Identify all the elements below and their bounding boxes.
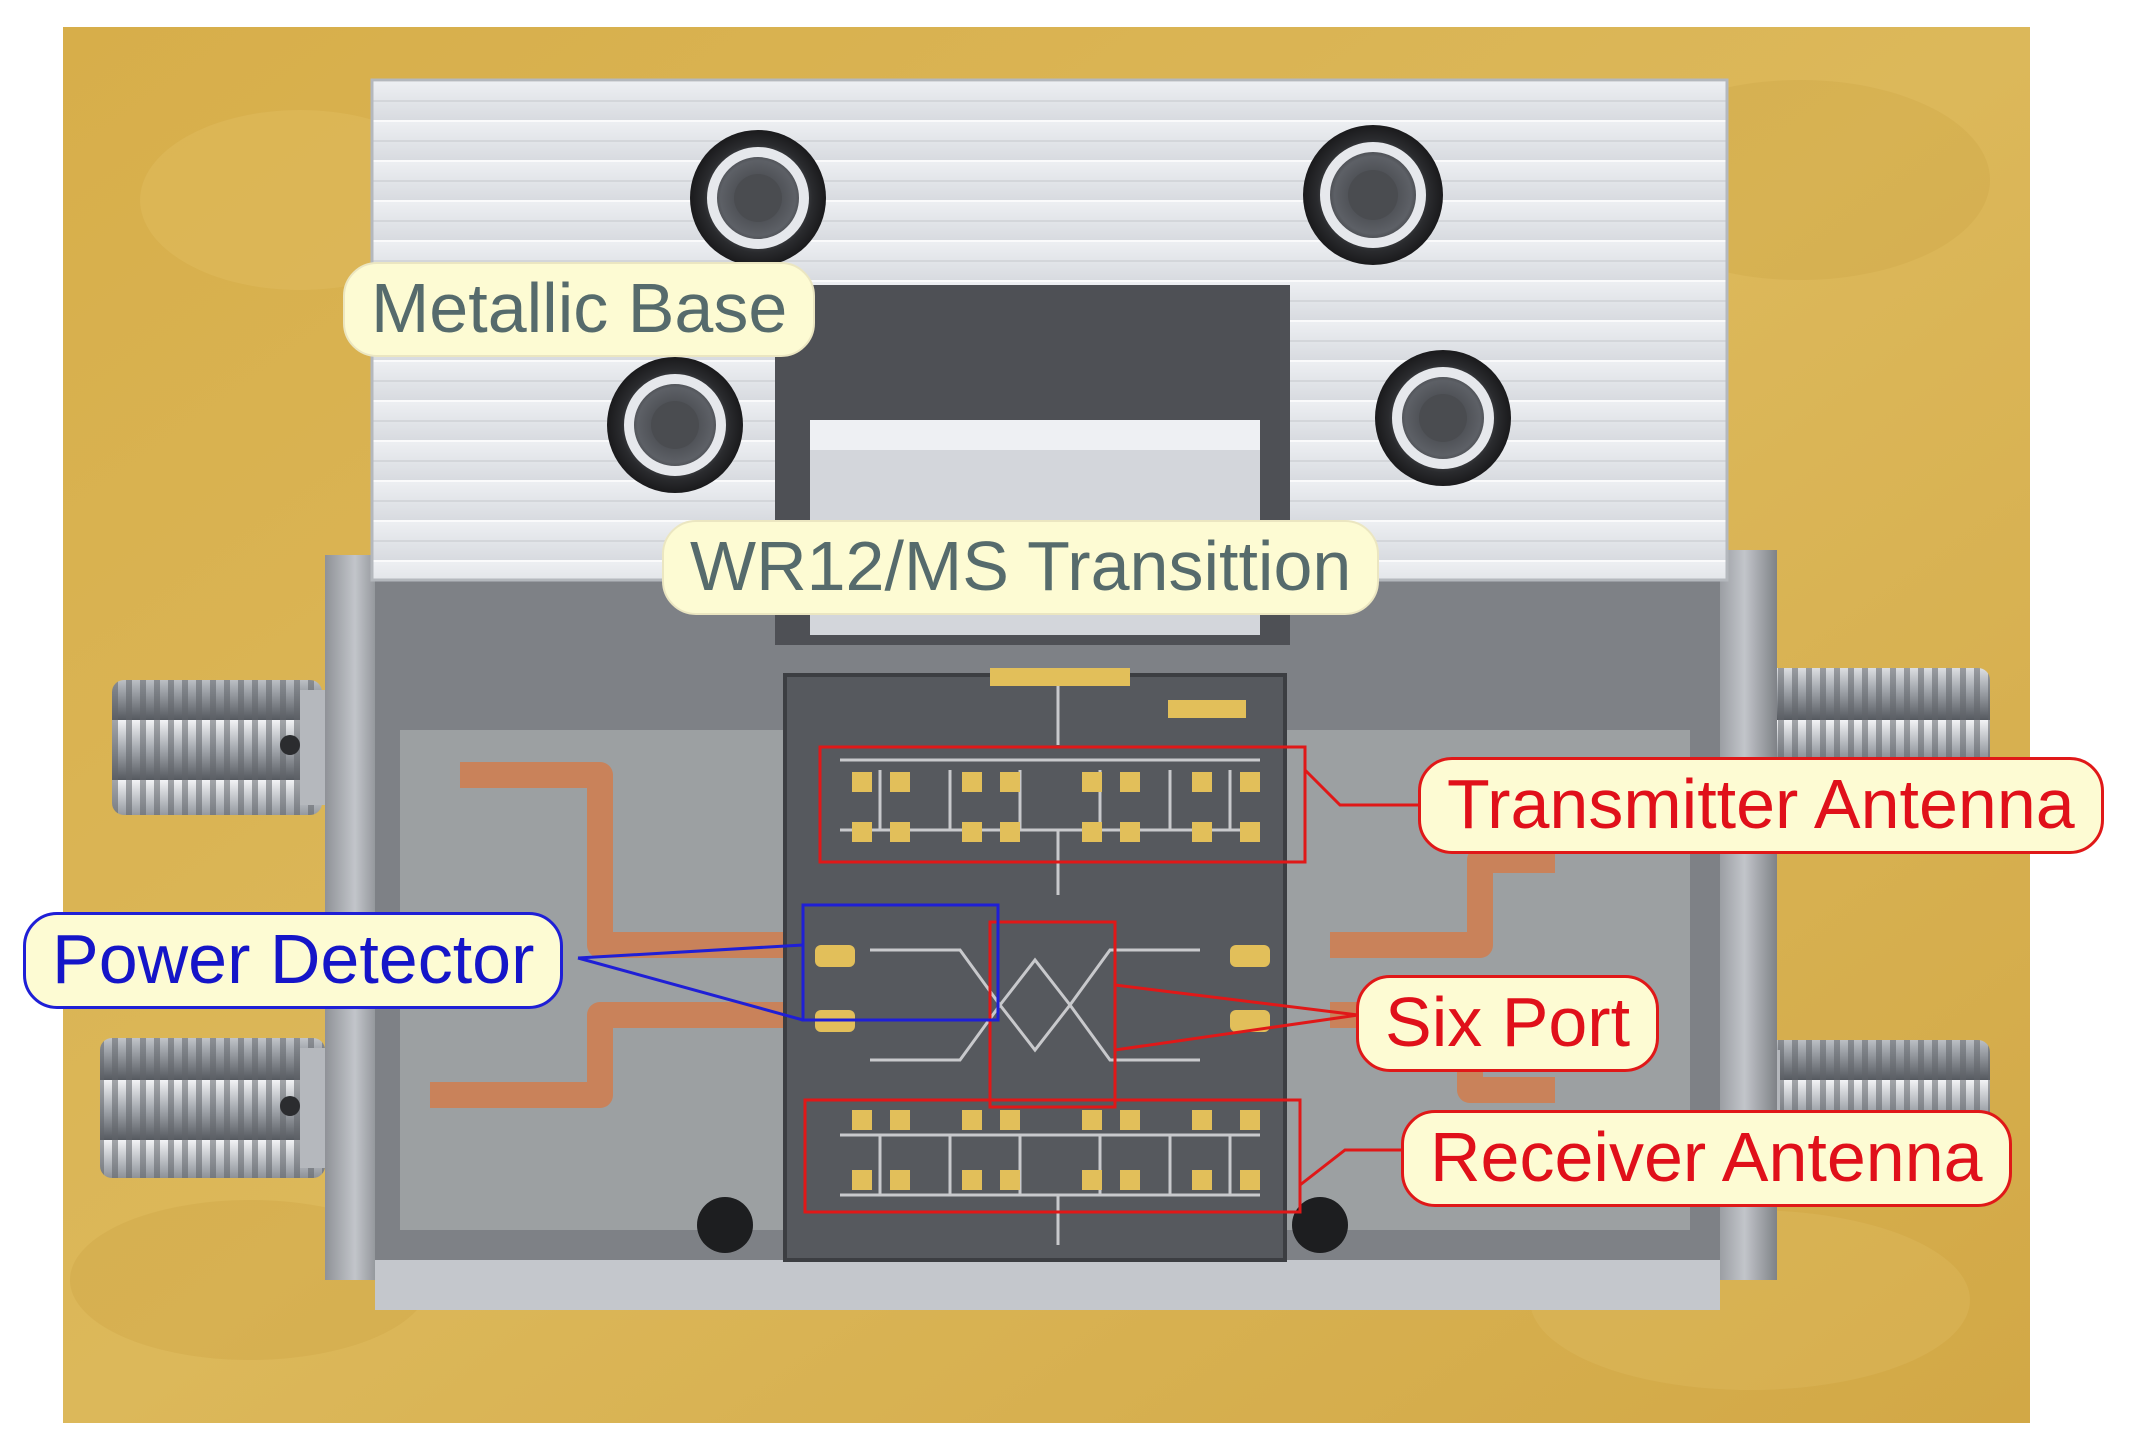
- receiver-antenna-box: [803, 1098, 1302, 1214]
- transmitter-antenna-box: [818, 745, 1307, 864]
- transmitter-leader: [1303, 768, 1420, 807]
- mount-hole-left: [697, 1197, 753, 1253]
- screw-middle-left: [607, 357, 743, 493]
- transmitter-antenna-label: Transmitter Antenna: [1418, 757, 2104, 854]
- metallic-base-label: Metallic Base: [343, 262, 816, 357]
- receiver-antenna-label: Receiver Antenna: [1401, 1110, 2012, 1207]
- mount-hole-right: [1292, 1197, 1348, 1253]
- receiver-leader: [1299, 1148, 1403, 1187]
- six-port-leader-a: [1114, 983, 1359, 1017]
- six-port-label: Six Port: [1356, 975, 1660, 1072]
- screw-middle-right: [1375, 350, 1511, 486]
- circuit-chip: [783, 668, 1287, 1262]
- power-detector-label: Power Detector: [23, 912, 564, 1009]
- sma-connector-left-bottom: [100, 1038, 340, 1178]
- power-detector-leader-b: [577, 956, 804, 1022]
- sma-connector-left-top: [112, 680, 340, 815]
- screw-top-right: [1303, 125, 1443, 265]
- six-port-leader-b: [1114, 1013, 1359, 1052]
- six-port-box: [988, 920, 1117, 1109]
- transition-label: WR12/MS Transittion: [662, 520, 1380, 615]
- power-detector-box: [801, 903, 1000, 1022]
- power-detector-leader-a: [577, 943, 804, 960]
- screw-top-left: [690, 130, 826, 266]
